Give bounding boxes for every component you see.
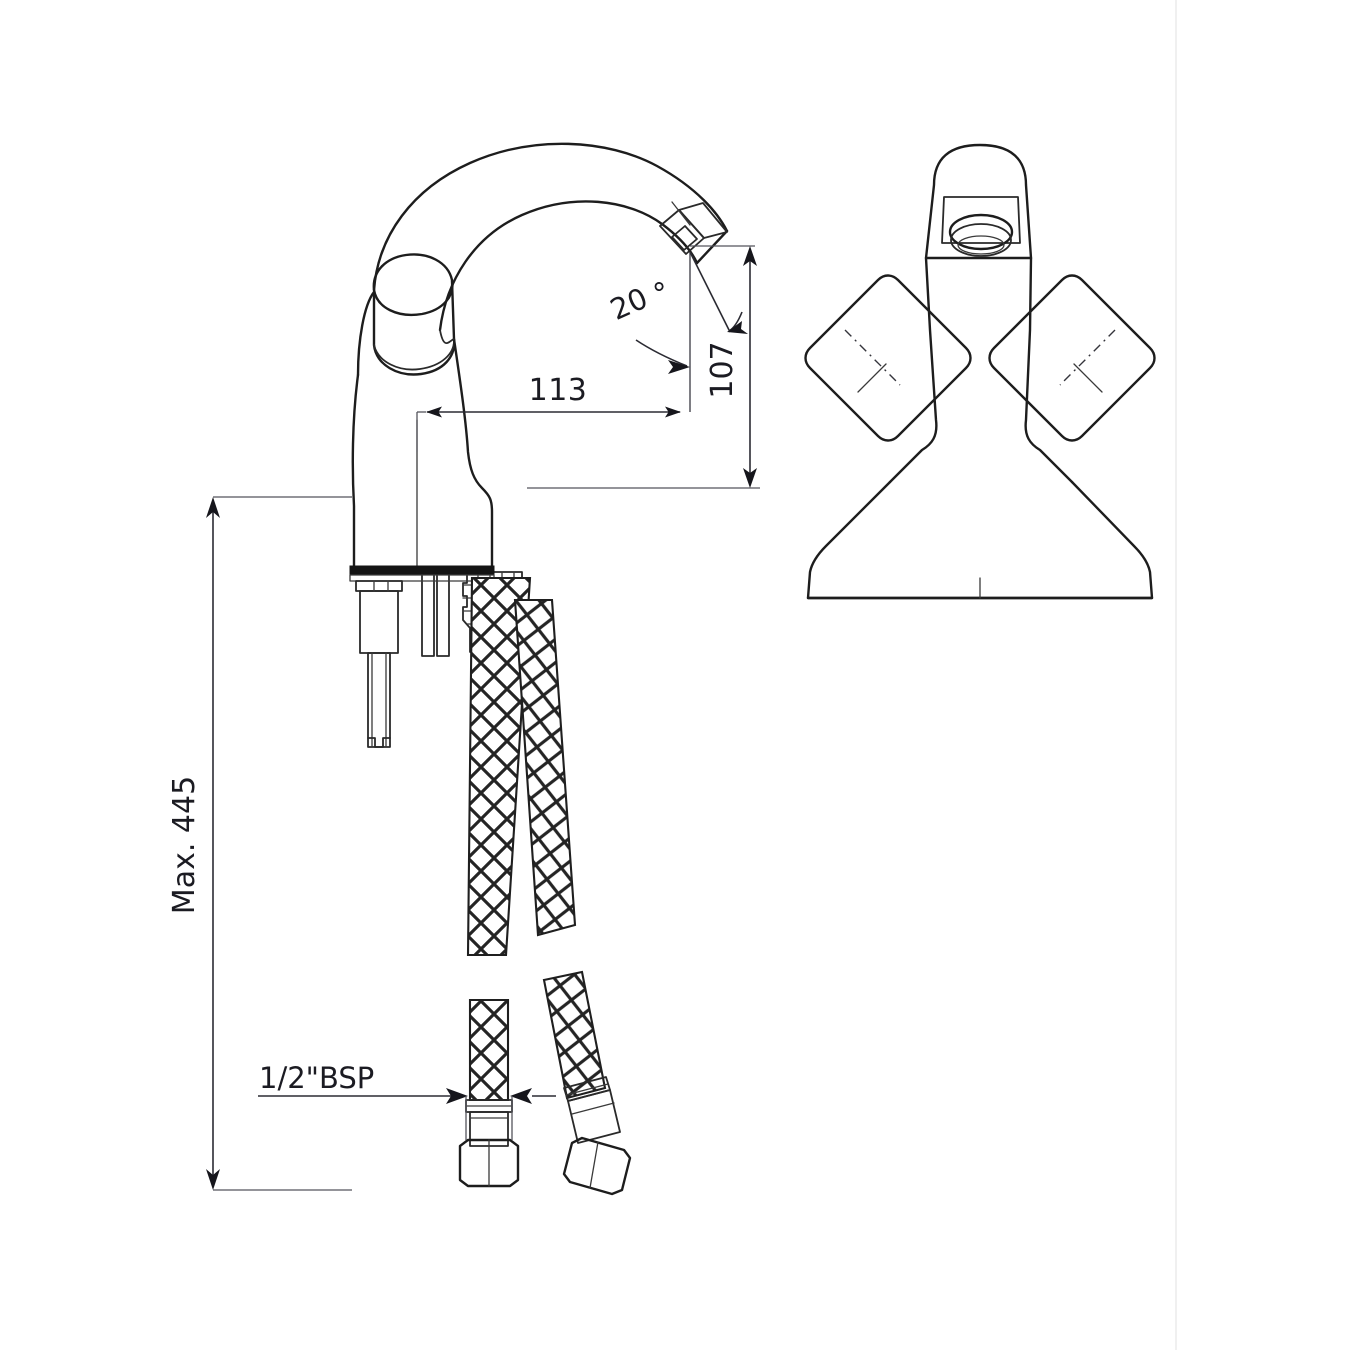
top-view-spout (924, 143, 1033, 260)
braided-hose-left (466, 576, 532, 1102)
faucet-body (351, 290, 494, 574)
braided-hose-right (513, 598, 607, 1100)
label-bsp-thread: 1/2"BSP (258, 1061, 556, 1140)
fixing-stud (355, 580, 403, 748)
hose-connector-left (458, 1099, 520, 1188)
side-elevation-view (349, 142, 729, 1196)
top-plan-view (804, 143, 1156, 600)
hose-connector-right (562, 1076, 632, 1196)
dimension-max-445-label: Max. 445 (167, 776, 202, 914)
label-bsp-text: 1/2"BSP (259, 1061, 374, 1095)
dimension-113-label: 113 (529, 373, 588, 408)
top-view-handle-right (988, 274, 1156, 442)
aerator-outlet (659, 201, 728, 255)
degree-symbol-icon: ° (648, 274, 675, 311)
top-view-handle-left (804, 274, 972, 442)
handle-cap (372, 253, 456, 376)
dimension-107: 107 (527, 245, 760, 489)
dimension-107-label: 107 (705, 341, 740, 398)
top-view-body (806, 256, 1154, 600)
dimension-max-445: Max. 445 (167, 496, 352, 1191)
spout-outline (372, 142, 729, 332)
dimension-20-label: 20 (605, 281, 653, 327)
